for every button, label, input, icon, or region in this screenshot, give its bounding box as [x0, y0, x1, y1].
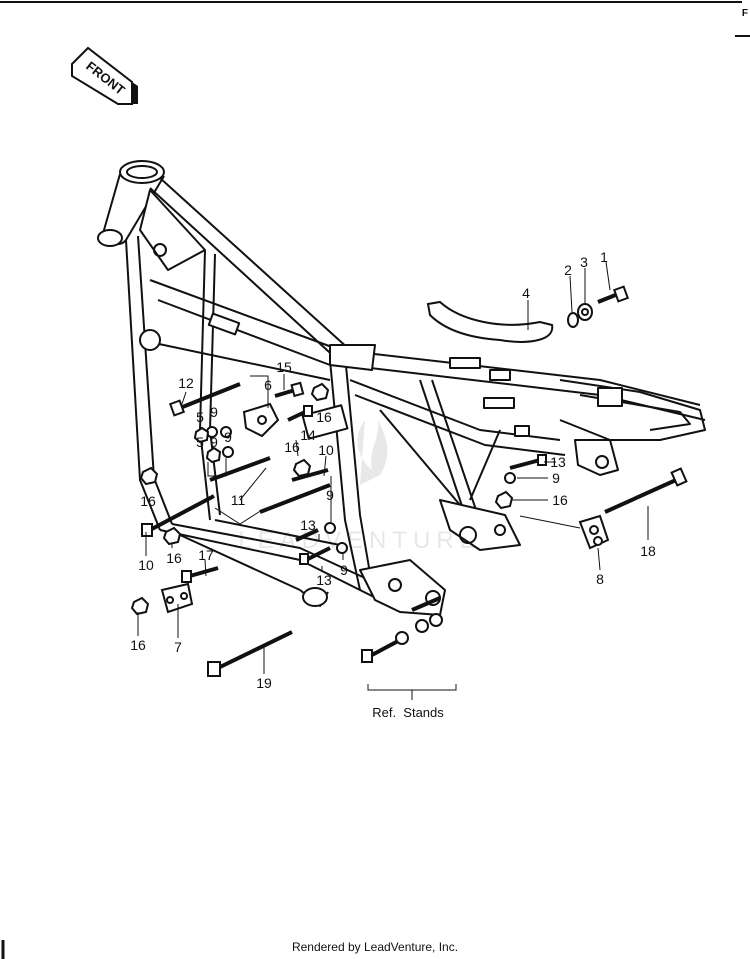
callout-5-a: 5 [196, 409, 204, 425]
part-10-bolt [149, 494, 215, 532]
callout-16-a: 16 [316, 409, 332, 425]
callout-9-b: 9 [224, 429, 232, 445]
callout-1: 1 [600, 249, 608, 265]
callout-13-a: 13 [300, 517, 316, 533]
corner-letter: F [741, 8, 748, 19]
footer-credit: Rendered by LeadVenture, Inc. [291, 940, 459, 954]
part-13-bolt [305, 546, 331, 562]
part-9-washer [206, 426, 516, 554]
callout-2: 2 [564, 262, 572, 278]
reference-stands-label: Ref. Stands [372, 705, 444, 720]
callout-8: 8 [596, 571, 604, 587]
part-4-strap [426, 300, 554, 343]
callout-12: 12 [178, 375, 194, 391]
front-arrow-icon: FRONT [71, 46, 138, 105]
callout-9-e: 9 [340, 562, 348, 578]
callout-16-b: 16 [284, 439, 300, 455]
part-18-bolt [604, 478, 677, 514]
callout-9-f: 9 [552, 470, 560, 486]
part-16-nut [130, 382, 514, 616]
callout-19: 19 [256, 675, 272, 691]
callout-16-d: 16 [166, 550, 182, 566]
callout-10-a: 10 [318, 442, 334, 458]
callout-9-a: 9 [210, 404, 218, 420]
part-17-bolt [189, 566, 219, 578]
leader-lines [137, 261, 649, 700]
callout-labels: 1 3 2 4 12 6 15 16 5 9 9 5 9 14 16 10 16… [130, 249, 656, 691]
motorcycle-frame [97, 160, 706, 616]
callout-14: 14 [300, 427, 316, 443]
part-19-bolt [217, 630, 293, 670]
callout-17: 17 [198, 547, 214, 563]
part-14-bolt [287, 410, 306, 422]
callout-9-d: 9 [326, 487, 334, 503]
callout-13-c: 13 [550, 454, 566, 470]
watermark: LEADVENTURE [238, 420, 481, 554]
part-11-bolt [209, 456, 271, 482]
callout-10-b: 10 [138, 557, 154, 573]
part-1-bolt [597, 285, 630, 304]
stand-bolts [361, 596, 443, 663]
callout-7: 7 [174, 639, 182, 655]
callout-16-f: 16 [552, 492, 568, 508]
callout-13-b: 13 [316, 572, 332, 588]
part-5-nut [193, 426, 222, 464]
part-7-bracket [160, 582, 194, 614]
callout-18: 18 [640, 543, 656, 559]
part-12-bolt [179, 382, 241, 410]
callout-3: 3 [580, 254, 588, 270]
callout-15: 15 [276, 359, 292, 375]
callout-11: 11 [231, 492, 246, 508]
part-2-washer [567, 312, 579, 328]
svg-text:LEADVENTURE: LEADVENTURE [238, 527, 481, 554]
callout-16-e: 16 [130, 637, 146, 653]
part-15-bolt [274, 388, 296, 398]
parts [130, 285, 688, 677]
callout-6: 6 [264, 377, 272, 393]
callout-16-c: 16 [140, 493, 156, 509]
callout-9-c: 9 [210, 434, 218, 450]
callout-5-b: 5 [196, 434, 204, 450]
callout-4: 4 [522, 285, 530, 301]
